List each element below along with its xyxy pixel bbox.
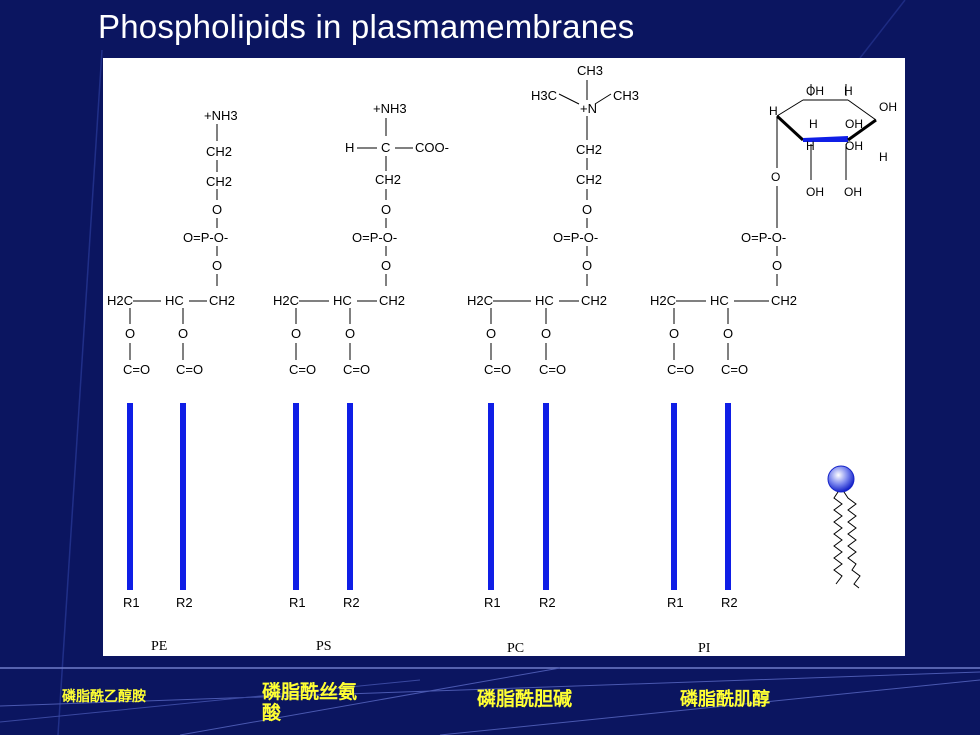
pc-head-4: CH2 (576, 142, 602, 157)
pc-ester-0: C=O (484, 362, 511, 377)
pc-phos-0: O (582, 202, 592, 217)
ps-phos-1: O=P-O- (352, 230, 397, 245)
phospholipid-structures: +NH3 CH2 CH2 O O=P-O- O H2C HC CH2 O O C… (107, 63, 897, 656)
ps-head-0: +NH3 (373, 101, 407, 116)
ps-chain-1 (293, 403, 299, 590)
ps-chain-2 (347, 403, 353, 590)
pi-head-6: H (806, 139, 815, 153)
molecule-pi: OH H OH H H OH H OH H OH OH O O=P-O- O H… (650, 84, 897, 656)
ps-label: PS (316, 639, 332, 654)
pi-phos-0: O=P-O- (741, 230, 786, 245)
pi-head-8: H (879, 150, 888, 164)
pc-chain-2 (543, 403, 549, 590)
pi-chain-1 (671, 403, 677, 590)
pe-backbone-0: H2C (107, 293, 133, 308)
slide-title: Phospholipids in plasmamembranes (98, 8, 635, 45)
pc-phos-1: O=P-O- (553, 230, 598, 245)
pi-head-7: OH (845, 139, 863, 153)
pi-ester-0: C=O (667, 362, 694, 377)
pi-tail-0: R1 (667, 595, 684, 610)
pc-head-5: CH2 (576, 172, 602, 187)
pe-ester-1: C=O (176, 362, 203, 377)
pi-chain-2 (725, 403, 731, 590)
pc-backbone-0: H2C (467, 293, 493, 308)
ps-tail-1: R2 (343, 595, 360, 610)
pe-phos-1: O=P-O- (183, 230, 228, 245)
chinese-name-pe: 磷脂酰乙醇胺 (62, 689, 146, 705)
pe-tail-1: R2 (176, 595, 193, 610)
pi-head-2: OH (845, 117, 863, 131)
ps-head-2: C (381, 140, 390, 155)
pe-ester-o2: O (178, 326, 188, 341)
molecule-pc: CH3 H3C +N CH3 CH2 CH2 O O=P-O- O H2C HC… (467, 63, 639, 656)
ps-ester-o1: O (291, 326, 301, 341)
pi-backbone-2: CH2 (771, 293, 797, 308)
pc-head-2: +N (580, 101, 597, 116)
chinese-name-pc: 磷脂酰胆碱 (477, 689, 573, 710)
ps-backbone-0: H2C (273, 293, 299, 308)
pi-backbone-0: H2C (650, 293, 676, 308)
pi-head-4: H (769, 104, 778, 118)
ps-head-1: H (345, 140, 354, 155)
ps-phos-0: O (381, 202, 391, 217)
pe-backbone-1: HC (165, 293, 184, 308)
pc-ester-o2: O (541, 326, 551, 341)
pi-head-10: OH (844, 185, 862, 199)
pc-head-0: CH3 (577, 63, 603, 78)
pi-head-11: O (771, 170, 780, 184)
pi-label: PI (698, 641, 711, 656)
pe-tail-0: R1 (123, 595, 140, 610)
ps-backbone-1: HC (333, 293, 352, 308)
chinese-name-ps: 磷脂酰丝氨酸 (262, 682, 358, 725)
pe-head-0: +NH3 (204, 108, 238, 123)
pi-ester-o1: O (669, 326, 679, 341)
phospholipid-figure: +NH3 CH2 CH2 O O=P-O- O H2C HC CH2 O O C… (103, 58, 905, 656)
pc-ester-1: C=O (539, 362, 566, 377)
pe-backbone-2: CH2 (209, 293, 235, 308)
ps-head-4: CH2 (375, 172, 401, 187)
pe-chain-1 (127, 403, 133, 590)
pe-label: PE (151, 639, 167, 654)
molecule-pe: +NH3 CH2 CH2 O O=P-O- O H2C HC CH2 O O C… (107, 108, 238, 654)
pc-label: PC (507, 641, 524, 656)
pi-head-1: H (844, 84, 853, 98)
pc-backbone-2: CH2 (581, 293, 607, 308)
pi-phos-1: O (772, 258, 782, 273)
pe-phos-2: O (212, 258, 222, 273)
pi-head-5: OH (879, 100, 897, 114)
pi-head-9: OH (806, 185, 824, 199)
pi-head-3: H (809, 117, 818, 131)
pi-tail-1: R2 (721, 595, 738, 610)
pc-tail-0: R1 (484, 595, 501, 610)
pc-ester-o1: O (486, 326, 496, 341)
ps-tail-0: R1 (289, 595, 306, 610)
chinese-name-pi: 磷脂酰肌醇 (680, 689, 770, 710)
pe-phos-0: O (212, 202, 222, 217)
pc-head-1: H3C (531, 88, 557, 103)
ps-backbone-2: CH2 (379, 293, 405, 308)
ps-ester-0: C=O (289, 362, 316, 377)
pc-head-3: CH3 (613, 88, 639, 103)
pe-ester-0: C=O (123, 362, 150, 377)
pc-tail-1: R2 (539, 595, 556, 610)
molecule-ps: +NH3 H C COO- CH2 O O=P-O- O H2C HC CH2 … (273, 101, 449, 654)
pi-ester-1: C=O (721, 362, 748, 377)
ps-head-3: COO- (415, 140, 449, 155)
pc-backbone-1: HC (535, 293, 554, 308)
pe-head-1: CH2 (206, 144, 232, 159)
ps-ester-o2: O (345, 326, 355, 341)
pe-head-2: CH2 (206, 174, 232, 189)
pe-chain-2 (180, 403, 186, 590)
ps-ester-1: C=O (343, 362, 370, 377)
phospholipid-icon (827, 465, 861, 589)
pc-chain-1 (488, 403, 494, 590)
pi-ester-o2: O (723, 326, 733, 341)
pe-ester-o1: O (125, 326, 135, 341)
pi-backbone-1: HC (710, 293, 729, 308)
pi-head-0: OH (806, 84, 824, 98)
ps-phos-2: O (381, 258, 391, 273)
pc-phos-2: O (582, 258, 592, 273)
